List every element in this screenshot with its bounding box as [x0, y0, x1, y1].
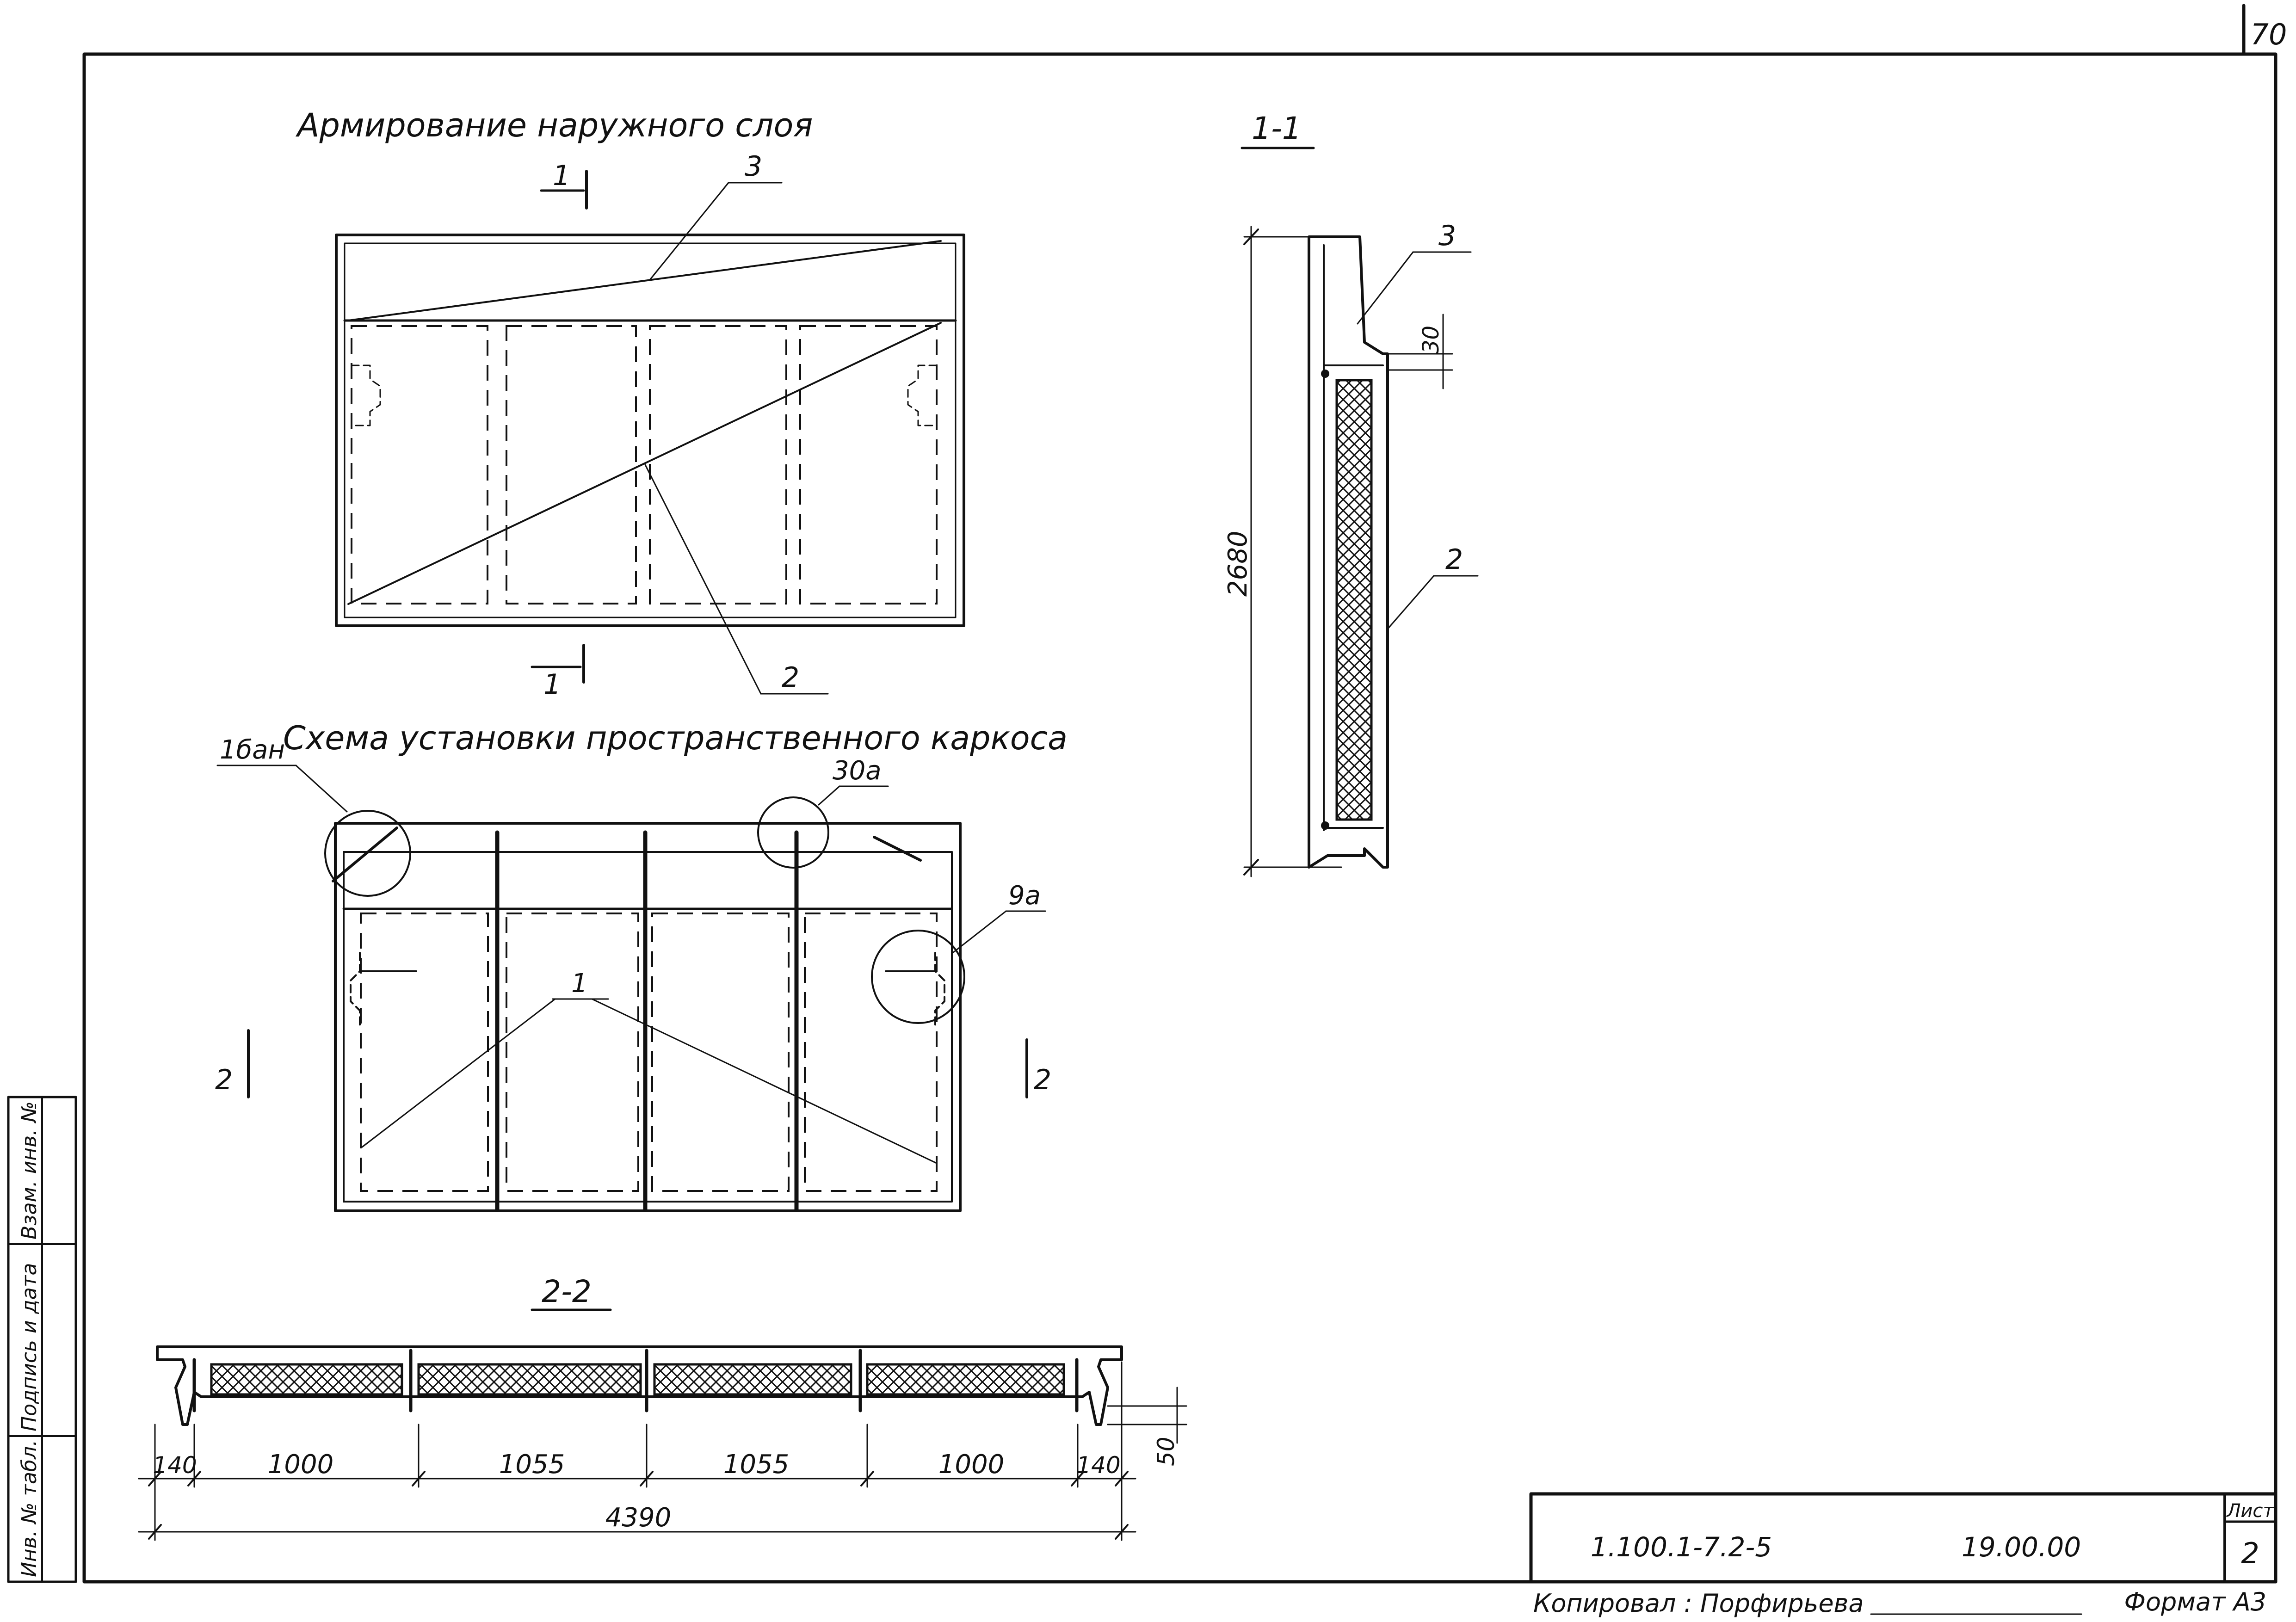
- strip-label-inv: Инв. № табл.: [18, 1440, 41, 1577]
- dim-1055-left: 1055: [499, 1449, 565, 1480]
- strip-label-sign: Подпись и дата: [18, 1263, 41, 1431]
- strip-label-replace: Взам. инв. №: [18, 1101, 41, 1240]
- callout-1: 1: [571, 968, 588, 999]
- cage-scheme-view: Схема установки пространственного каркос…: [215, 719, 1068, 1212]
- callout-30a: 30а: [833, 756, 882, 786]
- section-mark-2-left: 2: [215, 1064, 233, 1096]
- dim-ticks: [148, 1471, 1129, 1540]
- detail-circle-9a: [871, 930, 965, 1024]
- outer-layer-title: Армирование наружного слоя: [296, 106, 813, 144]
- cage-posts-2-2: [192, 1349, 1079, 1412]
- insulation-blocks-2-2: [210, 1363, 1065, 1396]
- section-1-1-title: 1-1: [1252, 111, 1302, 146]
- title-block: 1.100.1-7.2-5 19.00.00 Лист 2: [1529, 1492, 2277, 1584]
- dim-140-right: 140: [1076, 1452, 1120, 1479]
- dim-1000-right: 1000: [938, 1449, 1005, 1480]
- panel-inner-outline: [344, 242, 957, 618]
- section-2-2-title: 2-2: [542, 1274, 592, 1309]
- format-label: Формат А3: [2124, 1587, 2266, 1616]
- sheet-number: 2: [2241, 1536, 2259, 1570]
- outer-layer-view: Армирование наружного слоя 1 1 3 2: [296, 106, 965, 701]
- section-2-2-view: 2-2: [138, 1274, 1187, 1541]
- callout-2: 2: [782, 661, 799, 694]
- dim-1000-left: 1000: [268, 1449, 334, 1480]
- dim-140-left: 140: [153, 1452, 197, 1479]
- dim-1055-right: 1055: [723, 1449, 790, 1480]
- cage-verticals: [495, 830, 799, 1212]
- section-1-1-view: 1-1 2680 30 3 2: [1223, 111, 1479, 877]
- doc-code: 1.100.1-7.2-5: [1591, 1531, 1772, 1563]
- notch-left: [351, 364, 381, 426]
- panel-outline: [335, 234, 965, 627]
- mesh-3-diagonal: [347, 240, 942, 321]
- callout-9a: 9а: [1008, 881, 1041, 911]
- callout-1ban: 1бан: [220, 735, 285, 765]
- detail-circle-30a: [757, 796, 829, 869]
- section-1-1-callout-2: 2: [1445, 543, 1463, 576]
- dim-total-4390: 4390: [605, 1503, 672, 1533]
- sheet-frame: [82, 52, 2277, 1584]
- detail-circle-1ban: [324, 810, 411, 897]
- section-mark-1-bottom: 1: [543, 668, 561, 701]
- dim-height-2680: 2680: [1223, 530, 1253, 597]
- callout-3: 3: [745, 150, 762, 183]
- page-number: 70: [2251, 18, 2287, 51]
- cage-bays-dashed: [360, 913, 938, 1192]
- left-strip: Инв. № табл. Подпись и дата Взам. инв. №: [7, 1096, 77, 1583]
- insulation-hatch-1-1: [1335, 379, 1373, 821]
- frame-bays-dashed: [351, 325, 938, 604]
- dim-extension-lines: [154, 1361, 1123, 1541]
- sheet-label: Лист: [2226, 1500, 2274, 1522]
- cage-panel-outline: [334, 822, 962, 1212]
- mesh-2-diagonal: [347, 322, 942, 605]
- dim-30: 30: [1418, 326, 1444, 354]
- notch-right: [907, 364, 938, 426]
- section-mark-2-right: 2: [1034, 1064, 1051, 1096]
- cage-scheme-title: Схема установки пространственного каркос…: [283, 719, 1068, 757]
- dim-depth-50: 50: [1153, 1437, 1179, 1466]
- section-mark-1-top: 1: [553, 160, 570, 192]
- copied-by: Копировал : Порфирьева: [1533, 1589, 1864, 1618]
- section-2-2-profile: [156, 1345, 1123, 1426]
- doc-code-2: 19.00.00: [1962, 1531, 2081, 1563]
- section-1-1-callout-3: 3: [1438, 220, 1456, 252]
